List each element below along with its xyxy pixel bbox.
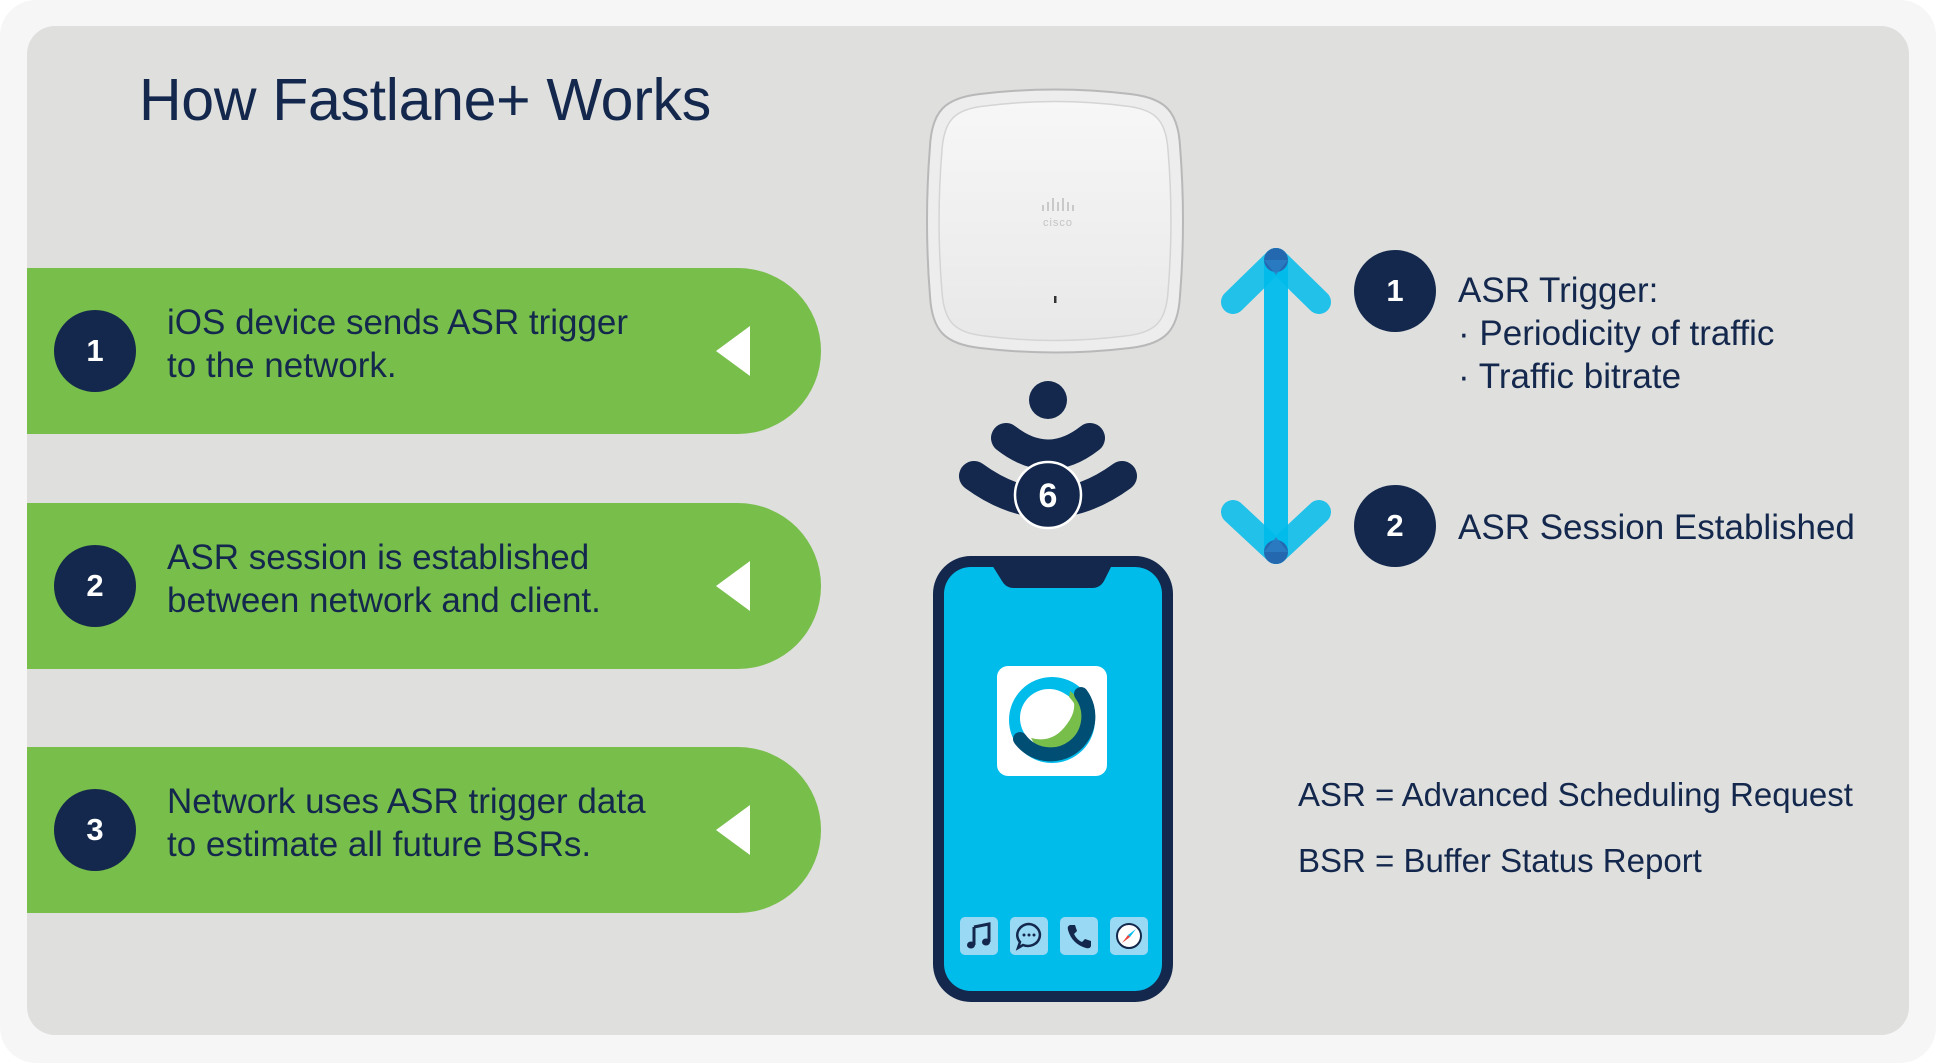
phone-icon[interactable] [1060, 917, 1098, 955]
step-text: iOS device sends ASR trigger to the netw… [167, 303, 629, 385]
step-pill-2: 2 ASR session is established between net… [27, 503, 821, 669]
svg-text:cisco: cisco [1043, 217, 1073, 229]
legend-bsr: BSR = Buffer Status Report [1298, 842, 1702, 879]
step-pill-1: 1 iOS device sends ASR trigger to the ne… [27, 268, 821, 434]
triangle-left-icon [716, 561, 750, 611]
cisco-logo-icon: cisco [1042, 198, 1074, 229]
step-number-badge: 2 [54, 545, 136, 627]
right-step-number-badge-1: 1 [1354, 250, 1436, 332]
asr-trigger-heading: ASR Trigger: [1458, 271, 1659, 310]
legend-asr: ASR = Advanced Scheduling Request [1298, 776, 1853, 813]
access-point-image: cisco [926, 88, 1184, 354]
step-pill-3: 3 Network uses ASR trigger data to estim… [27, 747, 821, 913]
bullet-item: · Traffic bitrate [1458, 357, 1682, 396]
smartphone-image [933, 556, 1173, 1002]
wifi-badge-number: 6 [1039, 477, 1058, 515]
bullet-item: · Periodicity of traffic [1458, 314, 1775, 353]
bidirectional-arrow-icon [1221, 248, 1331, 564]
step-text: Network uses ASR trigger data to estimat… [167, 782, 646, 864]
step-number-badge: 1 [54, 310, 136, 392]
page-title: How Fastlane+ Works [139, 67, 711, 133]
step-text: ASR session is established between netwo… [167, 538, 601, 620]
asr-session-heading: ASR Session Established [1458, 508, 1855, 547]
triangle-left-icon [716, 326, 750, 376]
step-number-badge: 3 [54, 789, 136, 871]
right-step-number-badge-2: 2 [1354, 485, 1436, 567]
bullet-icon: · [1458, 357, 1470, 396]
bullet-icon: · [1458, 314, 1470, 353]
wifi-6-icon: 6 [959, 381, 1137, 530]
messages-icon[interactable] [1010, 917, 1048, 955]
triangle-left-icon [716, 805, 750, 855]
safari-compass-icon[interactable] [1110, 917, 1148, 955]
webex-app-icon[interactable] [997, 666, 1107, 776]
music-icon[interactable] [960, 917, 998, 955]
